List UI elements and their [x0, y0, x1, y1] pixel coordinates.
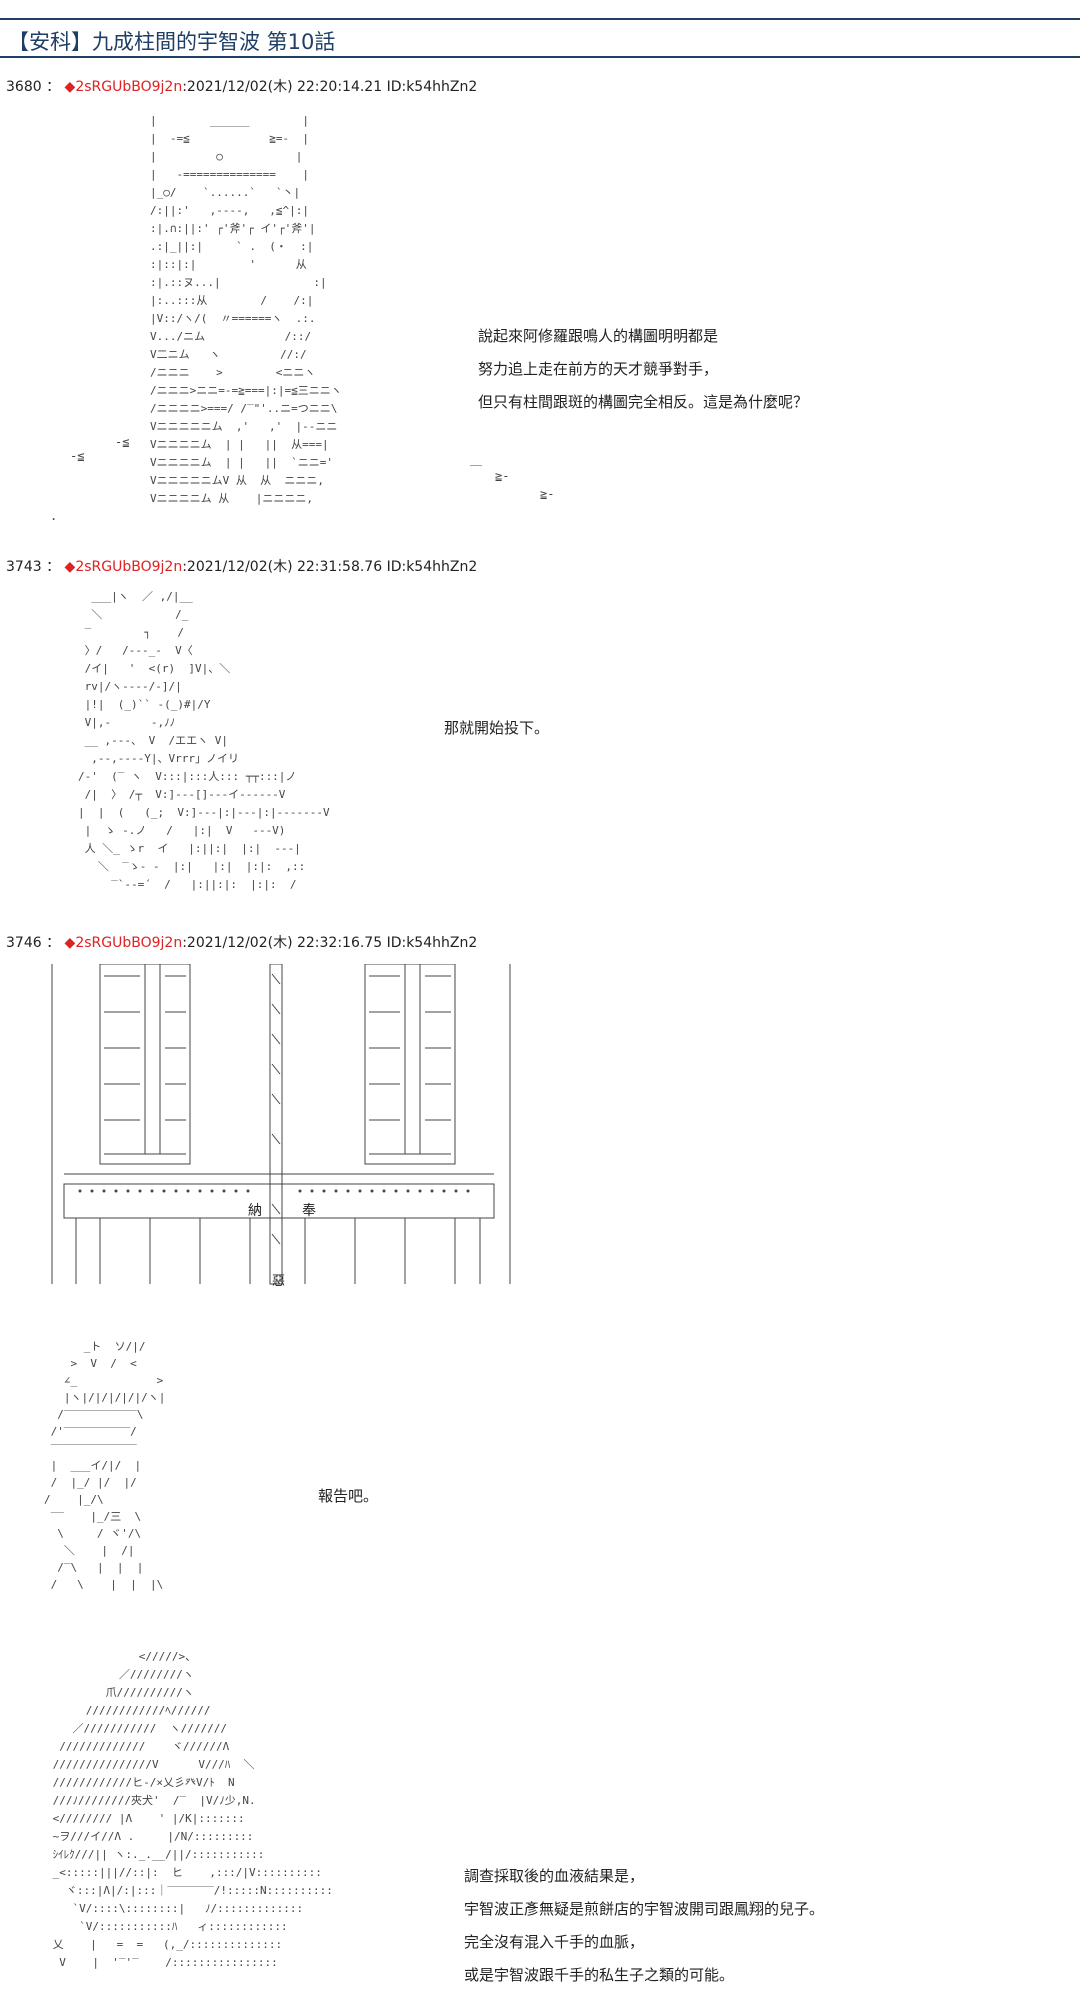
post-datetime-id: :2021/12/02(木) 22:32:16.75 ID:k54hhZn2	[182, 935, 478, 951]
post-datetime-id: :2021/12/02(木) 22:20:14.21 ID:k54hhZn2	[182, 79, 478, 95]
svg-text:-≦: -≦	[70, 449, 84, 463]
post-header-3680: 3680 ： ◆2sRGUbBO9j2n:2021/12/02(木) 22:20…	[6, 76, 477, 96]
post-number: 3743	[6, 559, 42, 575]
thread-title: 【安科】九成柱間的宇智波 第10話	[8, 30, 336, 54]
svg-text:≧-: ≧-	[495, 469, 509, 483]
ascii-art-character-3: _ト ソ/|/ > V / < ∠_ > |ヽ|/|/|/|/|/ヽ| /‾‾‾…	[44, 1340, 166, 1591]
dialogue-line: 說起來阿修羅跟鳴人的構圖明明都是	[478, 327, 719, 345]
post-3746-dialogue-a: 報告吧。	[318, 1480, 378, 1513]
post-3743-dialogue: 那就開始投下。	[444, 712, 549, 745]
svg-text:-≦: -≦	[115, 435, 129, 449]
dialogue-line: 努力追上走在前方的天才競爭對手，	[478, 360, 719, 378]
post-separator: ：	[46, 559, 61, 575]
post-separator: ：	[46, 79, 61, 95]
author-trip-link[interactable]: 2sRGUbBO9j2n	[75, 79, 183, 95]
dialogue-line: 但只有柱間跟斑的構圖完全相反。這是為什麼呢？	[478, 393, 809, 411]
trip-diamond-icon: ◆	[64, 79, 76, 95]
ascii-art-character-1: | ______ | | -=≦ ≧=- | | ○ | | -========…	[150, 114, 342, 505]
svg-text:＿: ＿	[470, 453, 482, 467]
post-separator: ：	[46, 935, 61, 951]
thread-title-bar: 【安科】九成柱間的宇智波 第10話	[0, 18, 1080, 58]
dialogue-line: 調查採取後的血液結果是，	[464, 1867, 645, 1885]
shrine-label-1: 納	[248, 1203, 262, 1219]
dialogue-line: 宇智波正彥無疑是煎餅店的宇智波開司跟鳳翔的兒子。	[464, 1900, 825, 1918]
svg-text:.: .	[50, 509, 57, 520]
post-number: 3746	[6, 935, 42, 951]
ascii-art-shrine-building: 納 奉 惡	[40, 964, 520, 1294]
trip-diamond-icon: ◆	[64, 935, 76, 951]
dialogue-line: 報告吧。	[318, 1487, 379, 1505]
ascii-art-character-4: </////>、 ／////////ヽ 爪//////////ヽ ///////…	[52, 1650, 333, 1969]
post-header-3743: 3743 ： ◆2sRGUbBO9j2n:2021/12/02(木) 22:31…	[6, 556, 477, 576]
post-number: 3680	[6, 79, 42, 95]
author-trip-link[interactable]: 2sRGUbBO9j2n	[75, 559, 183, 575]
post-3680-dialogue: 說起來阿修羅跟鳴人的構圖明明都是 努力追上走在前方的天才競爭對手， 但只有柱間跟…	[478, 320, 808, 419]
post-header-3746: 3746 ： ◆2sRGUbBO9j2n:2021/12/02(木) 22:32…	[6, 932, 477, 952]
post-datetime-id: :2021/12/02(木) 22:31:58.76 ID:k54hhZn2	[182, 559, 478, 575]
ascii-art-side-strokes: -≦ -≦ ＿ ≧- ≧- .	[50, 420, 570, 520]
author-trip-link[interactable]: 2sRGUbBO9j2n	[75, 935, 183, 951]
trip-diamond-icon: ◆	[64, 559, 76, 575]
svg-text:≧-: ≧-	[540, 487, 554, 501]
post-3746-dialogue-b: 調查採取後的血液結果是， 宇智波正彥無疑是煎餅店的宇智波開司跟鳳翔的兒子。 完全…	[464, 1860, 824, 1992]
shrine-label-2: 奉	[302, 1203, 316, 1219]
dialogue-line: 完全沒有混入千手的血脈，	[464, 1933, 645, 1951]
ascii-art-character-2: ___|ヽ ／ ,/|__ ＼ /_ ‾ ┐ / 〉/ /---_- V〈 /イ…	[78, 590, 330, 891]
dialogue-line: 那就開始投下。	[444, 719, 550, 737]
dialogue-line: 或是宇智波跟千手的私生子之類的可能。	[464, 1966, 735, 1984]
shrine-label-3: 惡	[272, 1274, 286, 1289]
